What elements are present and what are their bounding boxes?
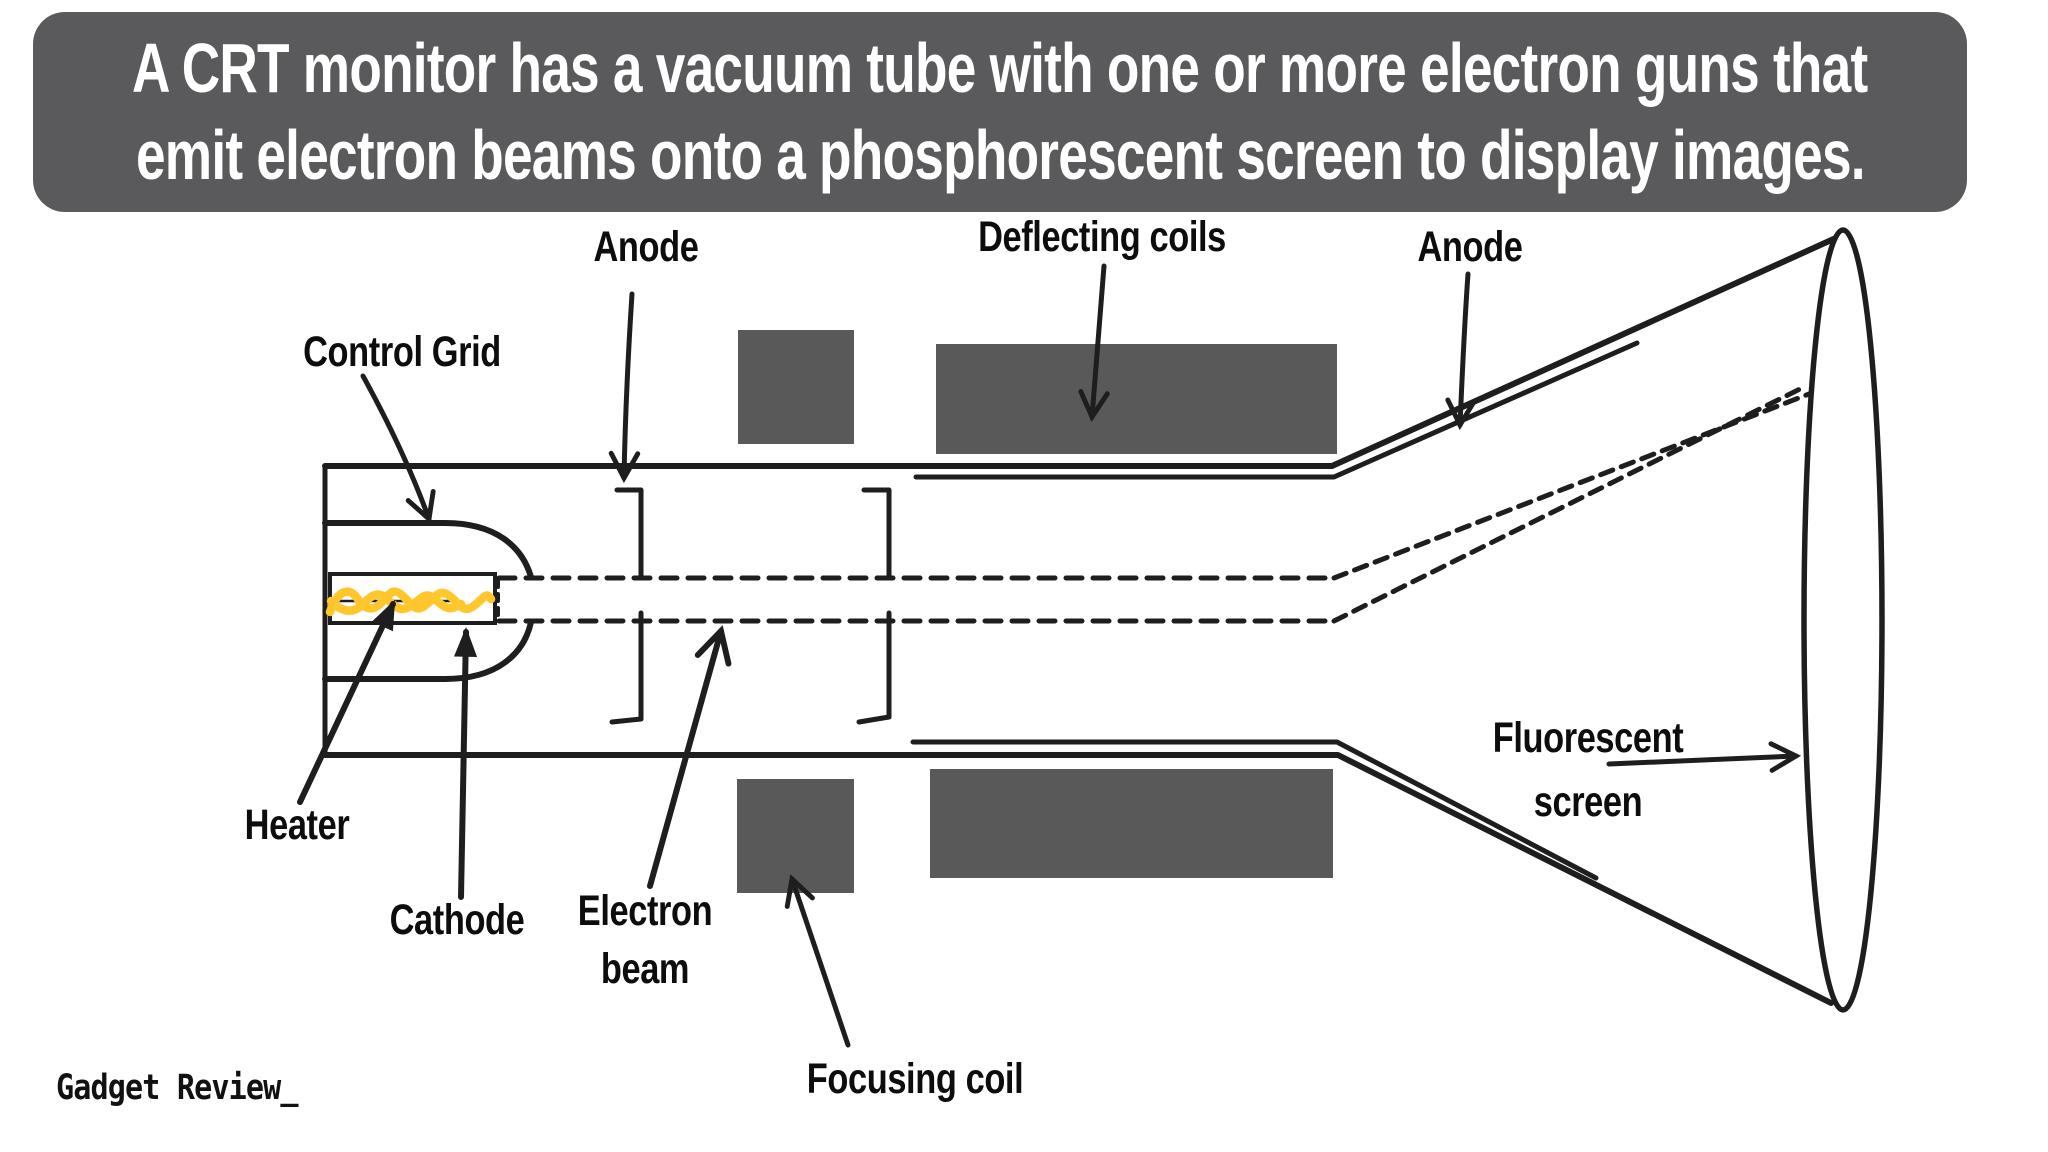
anode-right-arrow [1445,271,1477,431]
annotation-arrows [297,263,1802,1048]
electron-beam-dashes [496,383,1812,624]
heater-arrow [297,599,396,805]
focusing-coil-top-block [738,330,854,444]
tube-outline [322,234,1841,1006]
caption-banner: A CRT monitor has a vacuum tube with one… [33,12,1967,212]
beam-deflected-bottom-dash [1331,383,1809,624]
label-control-grid: Control Grid [303,328,501,376]
fluorescent-screen-arrow [1606,741,1802,773]
control-grid-arrow [360,373,436,524]
tube-top-inner-wall [913,340,1640,480]
anode-electrode-left [609,487,644,725]
label-fluorescent-screen-line1: Fluorescent [1492,714,1684,762]
tube-top-wall [322,234,1841,469]
label-anode-right: Anode [1417,223,1523,271]
label-electron-beam: Electron beam [577,882,713,998]
label-fluorescent-screen: Fluorescent screen [1493,706,1684,834]
tube-bottom-inner-wall [910,739,1599,881]
label-focusing-coil: Focusing coil [806,1055,1024,1103]
cathode-arrow [453,627,478,900]
caption-line-2: emit electron beams onto a phosphorescen… [135,116,1866,194]
label-deflecting-coils: Deflecting coils [978,213,1226,261]
label-electron-beam-line1: Electron [577,887,713,935]
label-anode-left: Anode [593,223,699,271]
caption-line-1: A CRT monitor has a vacuum tube with one… [132,28,1868,107]
control-grid-bottom-line [322,619,534,682]
control-grid-top-line [322,520,534,580]
coil-blocks [737,330,1337,893]
deflecting-coil-top-block [936,344,1337,454]
label-electron-beam-line2: beam [600,945,690,993]
fluorescent-screen-face [1801,227,1885,1013]
anode-left-arrow [608,291,641,484]
label-heater: Heater [244,801,350,849]
anode-electrode-right [856,487,892,725]
electron-beam-arrow [647,625,732,889]
focusing-coil-bottom-block [737,779,854,893]
deflecting-coils-arrow [1078,263,1110,423]
label-fluorescent-screen-line2: screen [1533,778,1643,826]
label-cathode: Cathode [389,896,525,944]
heater-filament-squiggle [325,587,496,617]
focusing-coil-arrow [784,874,851,1048]
deflecting-coil-bottom-block [930,769,1333,878]
gadget-review-logo: Gadget Review_ [56,1068,299,1108]
tube-bottom-wall [322,752,1834,1006]
